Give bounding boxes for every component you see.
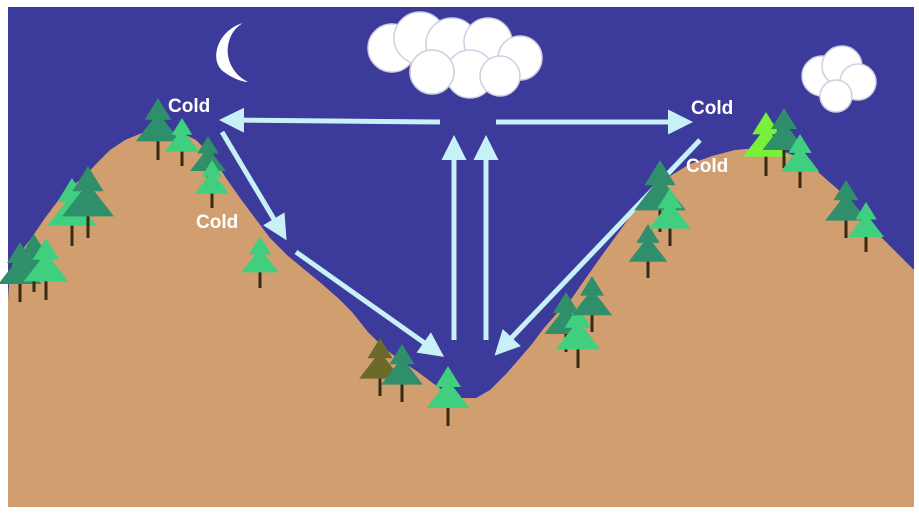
arrow-top-to-left — [224, 120, 440, 122]
cold-label-mid-right: Cold — [686, 156, 728, 177]
cold-label-top-left: Cold — [168, 96, 210, 117]
cold-label-top-right: Cold — [691, 98, 733, 119]
cold-label-mid-left: Cold — [196, 212, 238, 233]
